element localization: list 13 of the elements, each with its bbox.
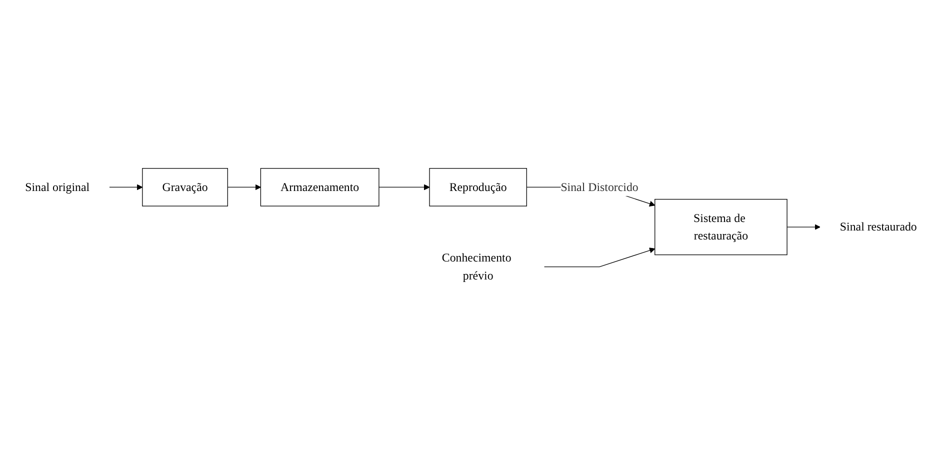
arrow — [544, 248, 656, 268]
node-box: Reprodução — [429, 168, 527, 206]
node-text: Sinal original — [25, 180, 90, 194]
arrow — [109, 184, 143, 190]
node-box: Armazenamento — [260, 168, 380, 206]
arrow — [378, 184, 430, 190]
edge-label: Sinal Distorcido — [560, 180, 638, 194]
arrow — [227, 184, 261, 190]
node-text: Conhecimento prévio — [442, 250, 512, 282]
node-text: Sinal restaurado — [840, 220, 917, 234]
node-box: Sistema de restauração — [654, 198, 788, 256]
arrow — [786, 224, 820, 230]
node-box: Gravação — [142, 168, 228, 206]
